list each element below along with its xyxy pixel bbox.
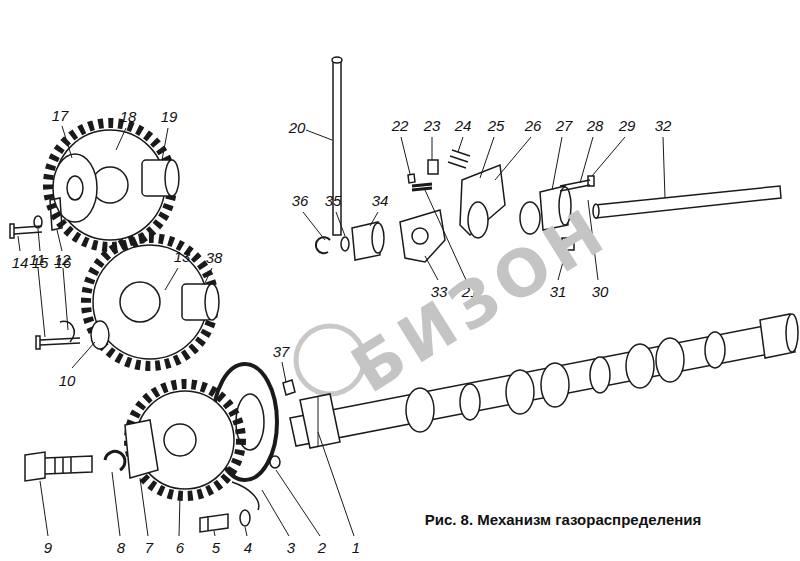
callout-number: 3 <box>287 540 295 555</box>
callout-number: 27 <box>556 118 573 133</box>
callout-number: 24 <box>455 118 472 133</box>
callout-number: 32 <box>655 118 672 133</box>
leader-lines <box>18 126 665 536</box>
figure-caption: Рис. 8. Механизм газораспределения <box>425 512 702 527</box>
clip-36 <box>316 237 330 253</box>
callout-number: 15 <box>32 255 49 270</box>
washer-2 <box>270 456 280 468</box>
callout-number: 26 <box>525 118 542 133</box>
callout-number: 5 <box>212 540 220 555</box>
lock-plate-16 <box>50 198 62 230</box>
spring-wire <box>232 482 259 510</box>
spring-24 <box>448 150 470 168</box>
washer-15 <box>34 216 42 228</box>
pushrod-20 <box>332 57 342 235</box>
bush-19 <box>142 160 179 196</box>
callout-number: 36 <box>292 193 309 208</box>
callout-number: 4 <box>244 540 252 555</box>
bush-38 <box>182 284 219 320</box>
lock-plate-7 <box>125 420 158 478</box>
callout-number: 38 <box>206 250 223 265</box>
callout-number: 25 <box>488 118 505 133</box>
bolt-14 <box>10 224 42 238</box>
bolt-5 <box>200 514 228 532</box>
gear-18 <box>48 123 172 247</box>
nut-23 <box>428 160 438 174</box>
washer-8 <box>105 451 125 470</box>
callout-number: 20 <box>289 120 306 135</box>
link-21 <box>412 184 432 190</box>
gear-13 <box>86 238 214 366</box>
callout-number: 19 <box>161 109 178 124</box>
plate-17 <box>53 154 97 222</box>
callout-number: 13 <box>174 249 191 264</box>
washer-4 <box>240 510 250 526</box>
callout-number: 14 <box>12 255 29 270</box>
shaft-32 <box>595 186 781 218</box>
bolt-28 <box>560 180 590 191</box>
callout-number: 23 <box>424 118 441 133</box>
callout-number: 7 <box>145 540 153 555</box>
callout-number: 1 <box>352 540 360 555</box>
callout-number: 9 <box>44 540 52 555</box>
screw-22 <box>408 174 415 183</box>
callout-number: 8 <box>117 540 125 555</box>
callout-number: 10 <box>59 373 76 388</box>
callout-number: 17 <box>52 108 69 123</box>
callout-number: 2 <box>318 540 326 555</box>
callout-number: 30 <box>592 284 609 299</box>
callout-number: 28 <box>587 118 604 133</box>
key-37 <box>283 380 295 395</box>
callout-number: 22 <box>392 118 409 133</box>
callout-number: 34 <box>372 193 389 208</box>
washer-35 <box>341 237 349 251</box>
callout-number: 37 <box>273 344 290 359</box>
support-33 <box>400 210 445 262</box>
callout-number: 35 <box>325 193 342 208</box>
nut-29 <box>588 176 594 186</box>
callout-number: 6 <box>176 540 184 555</box>
callout-number: 18 <box>120 109 137 124</box>
callout-number: 16 <box>55 255 72 270</box>
callout-number: 29 <box>619 118 636 133</box>
bolt-9 <box>25 452 92 481</box>
